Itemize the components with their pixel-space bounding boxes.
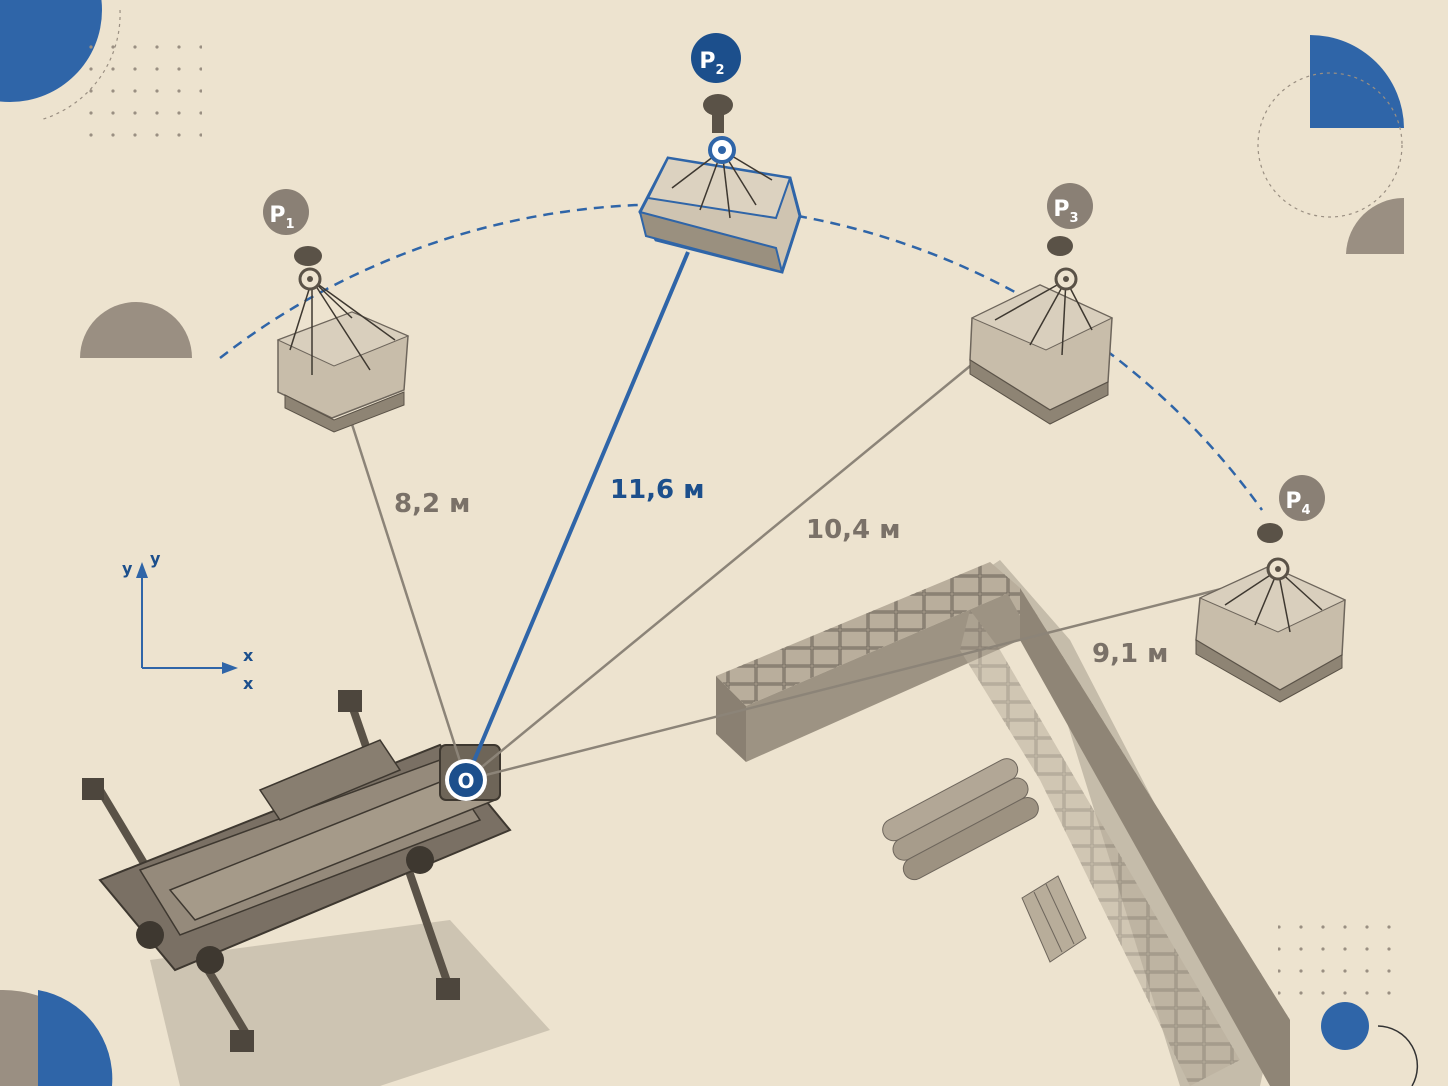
crane-hook-icon xyxy=(294,246,322,266)
marker-p4-letter: P xyxy=(1285,489,1301,514)
marker-p1: P1 xyxy=(263,189,309,235)
svg-text:P3: P3 xyxy=(1053,197,1078,226)
marker-p3-subscript: 3 xyxy=(1070,211,1079,226)
swing-arc xyxy=(219,203,1264,511)
lumber-stack-icon xyxy=(1021,875,1087,963)
marker-p4: P4 xyxy=(1279,475,1325,521)
reach-lines xyxy=(348,251,1226,782)
marker-p2-subscript: 2 xyxy=(716,63,725,78)
axis-x-label-2: x xyxy=(243,674,254,693)
marker-p1-letter: P xyxy=(269,203,285,228)
decor-dot-grid xyxy=(84,30,202,140)
origin-label: O xyxy=(457,769,474,793)
origin-marker: O xyxy=(445,759,487,801)
crane-hook-icon xyxy=(1257,523,1283,543)
load-p2 xyxy=(638,94,802,274)
marker-p3-letter: P xyxy=(1053,197,1069,222)
svg-text:P1: P1 xyxy=(269,203,294,232)
decor-dot-grid-2 xyxy=(1278,912,1408,1004)
decor-grey-half-circle xyxy=(80,302,192,358)
distance-label-p2: 11,6 м xyxy=(610,475,704,505)
distance-label-p3: 10,4 м xyxy=(806,515,900,545)
crane-hook-icon xyxy=(1047,236,1073,256)
marker-p2: P2 xyxy=(691,33,741,83)
axis-y-label-1: y xyxy=(122,559,133,578)
reach-line-p3 xyxy=(465,361,976,781)
load-p3 xyxy=(969,236,1114,425)
svg-text:P2: P2 xyxy=(699,49,724,78)
decor-grey-quarter xyxy=(1346,197,1404,254)
decor-top-left xyxy=(0,0,202,140)
coordinate-axes: y y x x xyxy=(122,549,254,693)
reach-line-p4 xyxy=(465,586,1226,782)
distance-label-p4: 9,1 м xyxy=(1092,639,1168,669)
decor-top-right xyxy=(1257,35,1404,254)
load-p1 xyxy=(276,246,410,433)
reach-line-p1 xyxy=(348,417,468,781)
reach-line-p2 xyxy=(464,251,690,781)
decor-bottom-right xyxy=(1278,912,1419,1086)
load-p4 xyxy=(1195,523,1347,703)
distance-label-p1: 8,2 м xyxy=(394,489,470,519)
marker-p2-letter: P xyxy=(699,49,715,74)
axis-x-label-1: x xyxy=(243,646,254,665)
decor-bottom-left xyxy=(0,989,113,1086)
crane-hook-icon xyxy=(703,94,733,116)
marker-p1-subscript: 1 xyxy=(286,217,295,232)
marker-p3: P3 xyxy=(1047,183,1093,229)
decor-blue-quarter xyxy=(1310,35,1404,128)
svg-text:P4: P4 xyxy=(1285,489,1310,518)
marker-p4-subscript: 4 xyxy=(1302,503,1311,518)
pipe-stack-icon xyxy=(882,758,1039,881)
decor-blue-circle xyxy=(0,0,102,102)
axis-y-label-2: y xyxy=(150,549,161,568)
